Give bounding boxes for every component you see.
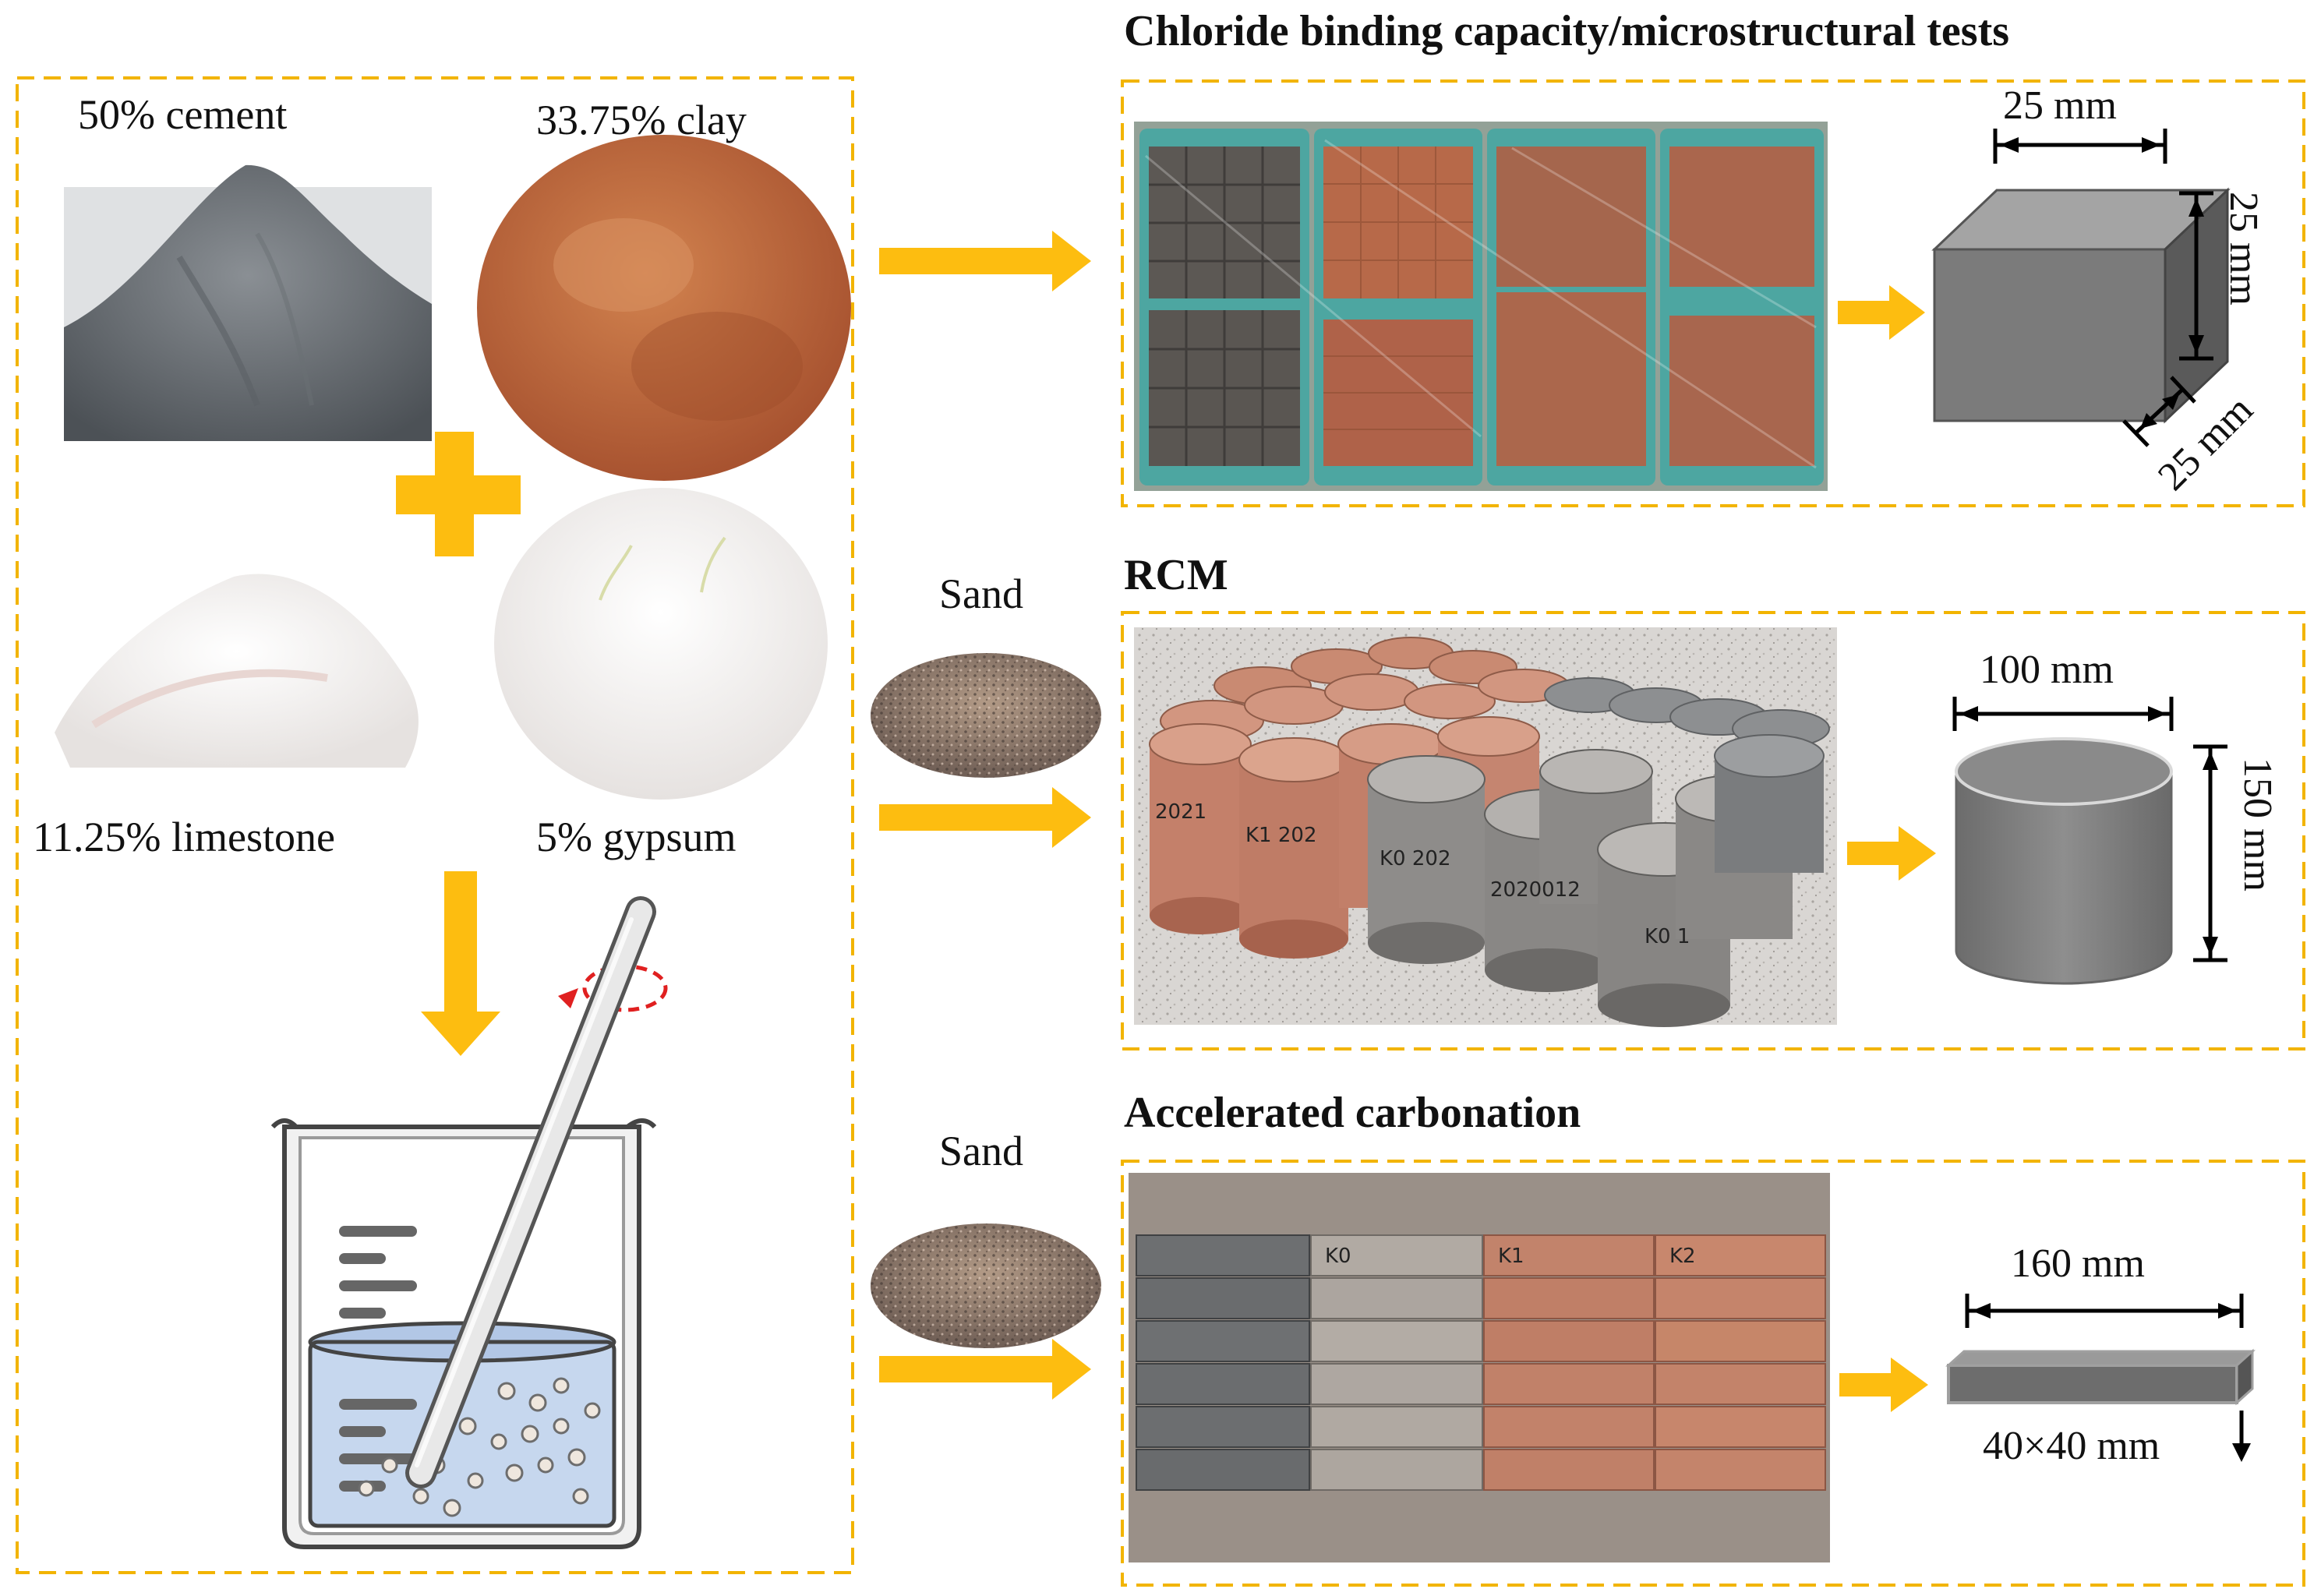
prism-dim-top: 160 mm: [2011, 1241, 2145, 1286]
gypsum-image: [494, 488, 828, 800]
cube-dim-side: 25 mm: [2221, 192, 2266, 305]
arrow-to-prism: [1839, 1358, 1928, 1412]
cylinder-specimen: [1955, 737, 2173, 985]
prism-mark-k2: K2: [1669, 1245, 1696, 1268]
rcm-panel-border: [1121, 611, 2305, 1050]
cylinder-dim-top-arrow: [1952, 697, 2174, 731]
cylinder-mark-4: 2020012: [1490, 878, 1581, 902]
sand-image-rcm: [871, 653, 1101, 778]
chloride-panel-border: [1121, 79, 2305, 507]
rcm-photo: 2021 K1 202 K0 202 2020012 K0 1: [1134, 627, 1837, 1027]
clay-image: [477, 135, 851, 481]
clay-label: 33.75% clay: [536, 97, 747, 143]
prism-dim-top-arrow: [1965, 1294, 2244, 1328]
cube-dim-side-arrow: [2179, 191, 2213, 361]
cube-dim-top: 25 mm: [2003, 83, 2117, 128]
arrow-to-carbonation: [879, 1339, 1091, 1400]
prism-specimen: [1945, 1348, 2256, 1406]
cylinder-mark-3: K0 202: [1380, 847, 1450, 870]
arrow-to-chloride: [879, 231, 1091, 291]
cube-dim-top-arrow: [1993, 129, 2167, 164]
cube-specimen: [1931, 187, 2231, 424]
beaker-icon: [270, 896, 657, 1549]
chloride-photo: [1134, 122, 1828, 491]
cylinder-dim-top: 100 mm: [1980, 648, 2114, 692]
cement-image: [64, 164, 432, 441]
cylinder-dim-side: 150 mm: [2235, 757, 2280, 892]
cube-dim-depth-arrow: [2122, 376, 2196, 447]
arrow-to-rcm: [879, 787, 1091, 848]
prism-dim-down-arrow: [2232, 1411, 2251, 1462]
arrow-to-cylinder: [1847, 826, 1936, 881]
sand-label-carbonation: Sand: [939, 1128, 1023, 1174]
rcm-section-title: RCM: [1124, 551, 1228, 599]
sand-label-rcm: Sand: [939, 570, 1023, 617]
limestone-label: 11.25% limestone: [33, 814, 335, 860]
cylinder-dim-side-arrow: [2193, 744, 2227, 962]
carbonation-photo: K0 K1 K2: [1129, 1173, 1830, 1562]
prism-mark-k1: K1: [1498, 1245, 1524, 1268]
down-arrow-icon: [421, 871, 500, 1056]
arrow-to-cube: [1838, 285, 1925, 340]
plus-icon: [396, 432, 521, 556]
sand-image-carbonation: [871, 1223, 1101, 1348]
cement-label: 50% cement: [78, 91, 287, 138]
prism-mark-k0: K0: [1325, 1245, 1351, 1268]
cylinder-mark-5: K0 1: [1644, 925, 1690, 948]
cylinder-mark-1: 2021: [1155, 800, 1206, 824]
prism-dim-bottom: 40×40 mm: [1983, 1424, 2160, 1468]
carbonation-panel-border: [1121, 1160, 2305, 1587]
limestone-image: [55, 574, 419, 768]
chloride-section-title: Chloride binding capacity/microstructura…: [1124, 7, 2009, 55]
carbonation-section-title: Accelerated carbonation: [1124, 1089, 1581, 1137]
gypsum-label: 5% gypsum: [536, 814, 737, 860]
cylinder-mark-2: K1 202: [1245, 824, 1316, 847]
